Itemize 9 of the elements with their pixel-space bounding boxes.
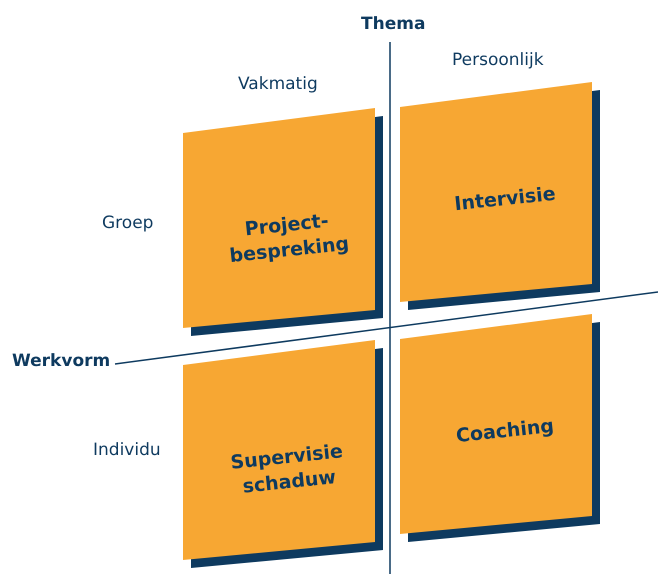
card-title: Coaching	[454, 414, 556, 450]
card-title: Intervisie	[452, 182, 558, 218]
row-label: Individu	[93, 440, 161, 460]
row-label: Groep	[102, 213, 154, 233]
axis-title: Thema	[361, 14, 426, 34]
card-title: Project- bespreking	[227, 208, 352, 269]
column-label: Vakmatig	[238, 74, 318, 94]
card-title: Supervisie schaduw	[228, 439, 345, 500]
column-label: Persoonlijk	[452, 50, 544, 70]
